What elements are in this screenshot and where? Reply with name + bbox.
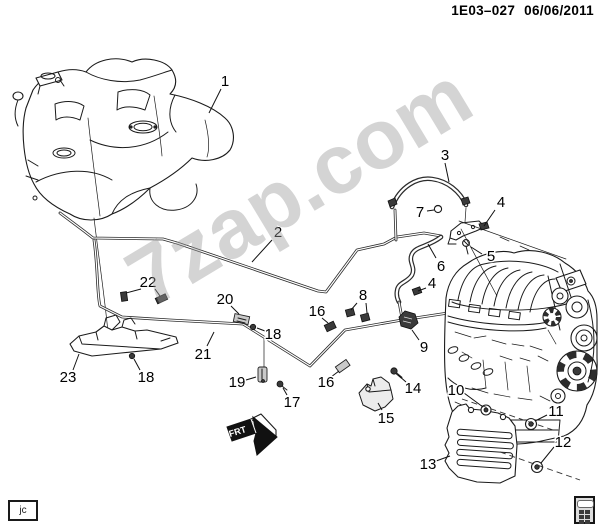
- callout-leader-8: [350, 302, 358, 311]
- callout-leader-19: [245, 376, 257, 381]
- callout-leader-5: [470, 246, 483, 255]
- heat-shield-drawing: [444, 403, 518, 484]
- callout-leader-12: [540, 446, 555, 464]
- callout-leader-22: [125, 288, 142, 294]
- author-initials: jc: [19, 505, 27, 516]
- callout-12[interactable]: 12: [553, 433, 573, 453]
- callout-leader-16: [321, 317, 329, 324]
- callout-21[interactable]: 21: [193, 345, 213, 365]
- callout-8[interactable]: 8: [357, 286, 368, 306]
- callout-leader-22: [154, 288, 161, 297]
- callout-6[interactable]: 6: [435, 257, 446, 277]
- callout-leader-3: [444, 162, 450, 183]
- callout-leader-14: [397, 374, 407, 383]
- catalog-thumbnail-icon[interactable]: [574, 496, 595, 524]
- quick-connector-9: [398, 310, 419, 330]
- callout-5[interactable]: 5: [485, 247, 496, 267]
- callout-leader-18: [256, 327, 266, 332]
- author-initials-box: jc: [8, 500, 38, 521]
- callout-15[interactable]: 15: [376, 409, 396, 429]
- callout-leader-11: [534, 414, 548, 422]
- callout-leader-20: [230, 305, 240, 315]
- callout-leader-4: [417, 287, 427, 292]
- callout-3[interactable]: 3: [439, 146, 450, 166]
- callout-leader-4: [483, 209, 496, 227]
- engine-drawing: [444, 250, 598, 445]
- callout-2[interactable]: 2: [272, 223, 283, 243]
- hose-end-fitting: [387, 197, 398, 208]
- callout-4[interactable]: 4: [495, 193, 506, 213]
- callout-22[interactable]: 22: [138, 273, 158, 293]
- callout-14[interactable]: 14: [403, 379, 423, 399]
- fuel-lines-drawing: [58, 176, 471, 369]
- callout-23[interactable]: 23: [58, 368, 78, 388]
- callout-18[interactable]: 18: [263, 325, 283, 345]
- callout-leader-16: [330, 370, 340, 378]
- support-rail-23-drawing: [69, 314, 179, 357]
- locator-lines: [458, 220, 581, 481]
- callout-leader-2: [251, 239, 273, 263]
- callout-16[interactable]: 16: [316, 373, 336, 393]
- callout-leader-9: [411, 329, 420, 341]
- callout-16[interactable]: 16: [307, 302, 327, 322]
- callout-leader-21: [206, 331, 215, 347]
- callout-18[interactable]: 18: [136, 368, 156, 388]
- callout-leader-13: [435, 455, 451, 462]
- callout-11[interactable]: 11: [547, 402, 566, 422]
- callout-1[interactable]: 1: [219, 72, 230, 92]
- callout-7[interactable]: 7: [414, 203, 425, 223]
- doc-number: 1E03–027: [451, 3, 516, 18]
- callout-leader-6: [427, 243, 437, 259]
- callout-10[interactable]: 10: [446, 381, 466, 401]
- callout-13[interactable]: 13: [418, 455, 438, 475]
- callout-leader-10: [463, 392, 484, 408]
- callout-leader-23: [72, 353, 80, 371]
- fuel-tank-drawing: [12, 58, 234, 333]
- callout-leader-8: [365, 302, 368, 314]
- thumbnail-dots: [577, 510, 592, 524]
- callout-leader-1: [208, 88, 222, 114]
- frt-direction-arrow: FRT: [226, 413, 278, 456]
- callout-17[interactable]: 17: [282, 393, 302, 413]
- page-header: 1E03–027 06/06/2011: [442, 3, 594, 18]
- callout-9[interactable]: 9: [418, 338, 429, 358]
- callout-leader-15: [377, 402, 383, 411]
- callout-20[interactable]: 20: [215, 290, 235, 310]
- callout-leader-18: [133, 358, 141, 371]
- thumbnail-header-bar: [577, 500, 594, 508]
- callout-19[interactable]: 19: [227, 373, 247, 393]
- callout-leader-17: [282, 387, 288, 396]
- bracket-15-drawing: [358, 376, 394, 412]
- callout-leader-7: [426, 209, 435, 212]
- callout-4[interactable]: 4: [426, 274, 437, 294]
- doc-date: 06/06/2011: [524, 3, 594, 18]
